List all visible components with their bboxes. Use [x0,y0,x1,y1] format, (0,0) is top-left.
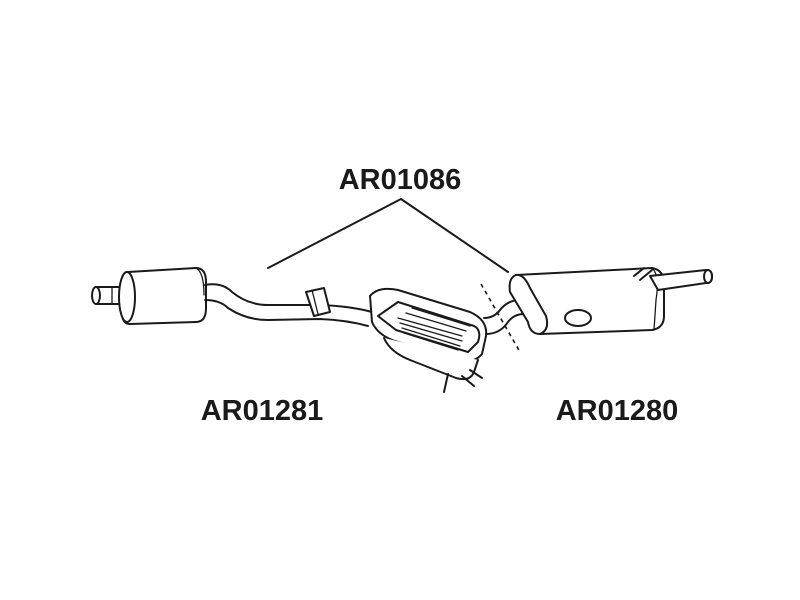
leader-line-left [267,198,402,269]
catalyst-ribs [397,307,471,351]
catalyst-converter [369,287,488,393]
leader-line-right [400,198,509,273]
rear-silencer [508,267,665,335]
front-silencer [118,267,207,325]
part-number-label-left: AR01281 [201,395,324,427]
cut-line-rear [480,283,521,353]
part-number-label-right: AR01280 [556,395,679,427]
leader-lines [267,198,509,273]
mid-pipe [204,283,373,327]
cut-lines [480,283,521,353]
tail-pipe [649,269,713,291]
part-number-label-top: AR01086 [339,164,462,196]
